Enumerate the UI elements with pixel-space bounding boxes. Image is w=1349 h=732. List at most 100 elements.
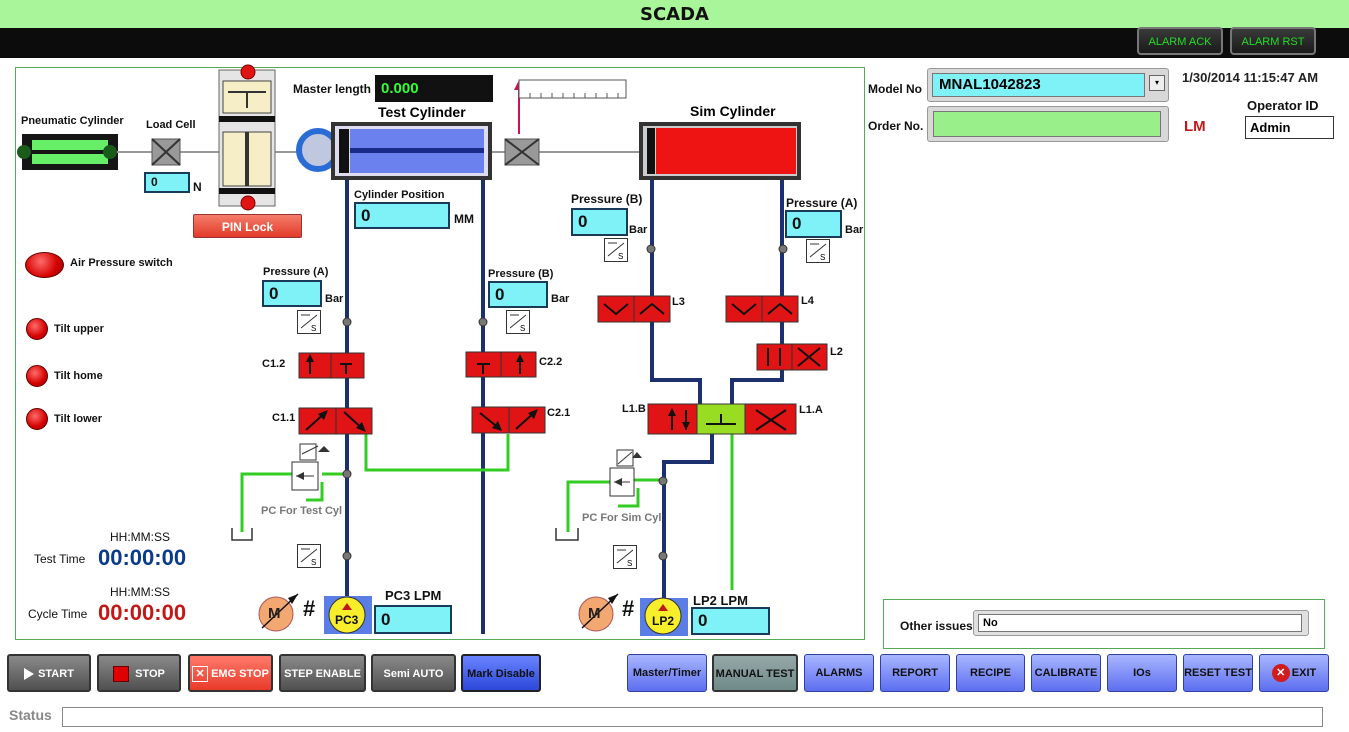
- tilt-upper-indicator: [26, 318, 48, 340]
- calibrate-button[interactable]: CALIBRATE: [1031, 654, 1101, 692]
- manual-test-button[interactable]: MANUAL TEST: [712, 654, 798, 692]
- valve-c1-2-label: C1.2: [262, 358, 286, 370]
- chevron-down-icon[interactable]: ▾: [1149, 75, 1165, 91]
- exit-button[interactable]: ✕EXIT: [1259, 654, 1329, 692]
- stop-button[interactable]: STOP: [97, 654, 181, 692]
- pc-valve-test: [291, 443, 330, 491]
- emg-stop-label: EMG STOP: [211, 668, 269, 680]
- test-time-label: Test Time: [34, 552, 86, 566]
- load-cell-graphic: [151, 138, 181, 166]
- status-field: [62, 707, 1323, 727]
- master-length-label: Master length: [293, 82, 372, 96]
- valve-c1-2: [298, 352, 365, 379]
- alarms-button[interactable]: ALARMS: [804, 654, 874, 692]
- other-issues-panel: [883, 599, 1325, 649]
- pc3-lpm-label: PC3 LPM: [385, 588, 442, 603]
- pin-lock-assembly: [218, 64, 276, 211]
- datetime: 1/30/2014 11:15:47 AM: [1182, 70, 1319, 85]
- tilt-upper-label: Tilt upper: [54, 323, 104, 335]
- pressure-b-sim-label: Pressure (B): [571, 192, 643, 206]
- recipe-button[interactable]: RECIPE: [956, 654, 1025, 692]
- pressure-a-sim-label: Pressure (A): [786, 196, 858, 210]
- step-enable-button[interactable]: STEP ENABLE: [279, 654, 366, 692]
- report-button[interactable]: REPORT: [880, 654, 950, 692]
- tilt-lower-indicator: [26, 408, 48, 430]
- motor-sim-label: M: [588, 605, 601, 622]
- alarm-bar: [0, 28, 1349, 58]
- pc-sim-label: PC For Sim Cyl: [582, 512, 662, 524]
- start-button[interactable]: START: [7, 654, 91, 692]
- valve-l3: [597, 295, 671, 323]
- order-no-value[interactable]: [933, 111, 1161, 137]
- operator-id-value: Admin: [1245, 116, 1334, 139]
- valve-l1: [647, 403, 797, 435]
- start-label: START: [38, 668, 74, 680]
- pressure-a-test-label: Pressure (A): [263, 266, 329, 278]
- stop-label: STOP: [135, 668, 165, 680]
- lp2-lpm-label: LP2 LPM: [693, 593, 748, 608]
- status-label: Status: [9, 707, 52, 723]
- lm-indicator: LM: [1184, 118, 1206, 135]
- cylinder-position-unit: MM: [454, 212, 474, 226]
- sensor-label-text: S: [311, 558, 316, 567]
- pressure-sensor-icon: S: [297, 544, 321, 568]
- semi-auto-button[interactable]: Semi AUTO: [371, 654, 456, 692]
- load-cell-unit: N: [193, 180, 202, 194]
- sim-cylinder-label: Sim Cylinder: [690, 103, 776, 119]
- sensor-label-text: S: [820, 253, 825, 262]
- position-scale: [514, 79, 627, 134]
- order-no-field[interactable]: [927, 106, 1169, 142]
- valve-l2-label: L2: [830, 346, 843, 358]
- app-title-bar: SCADA: [0, 0, 1349, 30]
- pressure-sensor-icon: S: [613, 545, 637, 569]
- pin-lock-button[interactable]: PIN Lock: [193, 214, 302, 238]
- sim-load-cell-graphic: [504, 138, 540, 166]
- emg-stop-button[interactable]: ✕EMG STOP: [188, 654, 273, 692]
- mark-disable-button[interactable]: Mark Disable: [461, 654, 541, 692]
- pump-lp2-label: LP2: [652, 614, 675, 628]
- valve-l3-label: L3: [672, 296, 685, 308]
- alarm-ack-button[interactable]: ALARM ACK: [1137, 27, 1223, 55]
- other-issues-value: No: [978, 614, 1302, 632]
- test-cylinder-label: Test Cylinder: [378, 104, 466, 120]
- alarm-rst-button[interactable]: ALARM RST: [1230, 27, 1316, 55]
- valve-l4: [725, 295, 799, 323]
- test-time-value: 00:00:00: [98, 545, 187, 570]
- ios-button[interactable]: IOs: [1107, 654, 1177, 692]
- pressure-sensor-icon: S: [297, 310, 321, 334]
- pressure-sensor-icon: S: [806, 239, 830, 263]
- pneumatic-cylinder-label: Pneumatic Cylinder: [21, 115, 124, 127]
- pump-sim-hash: #: [622, 596, 635, 621]
- pressure-b-sim-unit: Bar: [629, 224, 648, 236]
- operator-id-label: Operator ID: [1247, 98, 1319, 113]
- valve-l2: [756, 343, 828, 371]
- sim-cylinder-graphic: [639, 122, 801, 180]
- valve-c2-2: [465, 351, 537, 378]
- master-length-value: 0.000: [375, 75, 493, 102]
- cylinder-position-value: 0: [354, 202, 450, 229]
- motor-sim: [578, 593, 619, 632]
- valve-l1a-label: L1.A: [799, 404, 823, 416]
- master-timer-button[interactable]: Master/Timer: [627, 654, 707, 692]
- pressure-a-sim-value: 0: [785, 210, 842, 238]
- model-no-label: Model No: [868, 82, 922, 96]
- pneumatic-cylinder-graphic: [17, 134, 118, 170]
- sensor-label-text: S: [520, 324, 525, 333]
- reset-test-button[interactable]: RESET TEST: [1183, 654, 1253, 692]
- cycle-time-value: 00:00:00: [98, 600, 187, 625]
- other-issues-field[interactable]: No: [973, 610, 1309, 636]
- valve-c1-1: [298, 407, 373, 435]
- cylinder-position-label: Cylinder Position: [354, 189, 445, 201]
- air-pressure-label: Air Pressure switch: [70, 257, 173, 269]
- valve-c2-1: [471, 406, 546, 434]
- pressure-sensor-icon: S: [604, 238, 628, 262]
- load-cell-label: Load Cell: [146, 119, 196, 131]
- pressure-b-test-label: Pressure (B): [488, 268, 554, 280]
- sensor-label-text: S: [618, 252, 623, 261]
- load-cell-value: 0: [144, 172, 190, 193]
- valve-l4-label: L4: [801, 295, 814, 307]
- test-time-format: HH:MM:SS: [110, 530, 170, 544]
- pump-test-hash: #: [303, 596, 316, 621]
- other-issues-label: Other issues: [900, 619, 973, 633]
- model-no-dropdown[interactable]: MNAL1042823 ▾: [927, 68, 1169, 102]
